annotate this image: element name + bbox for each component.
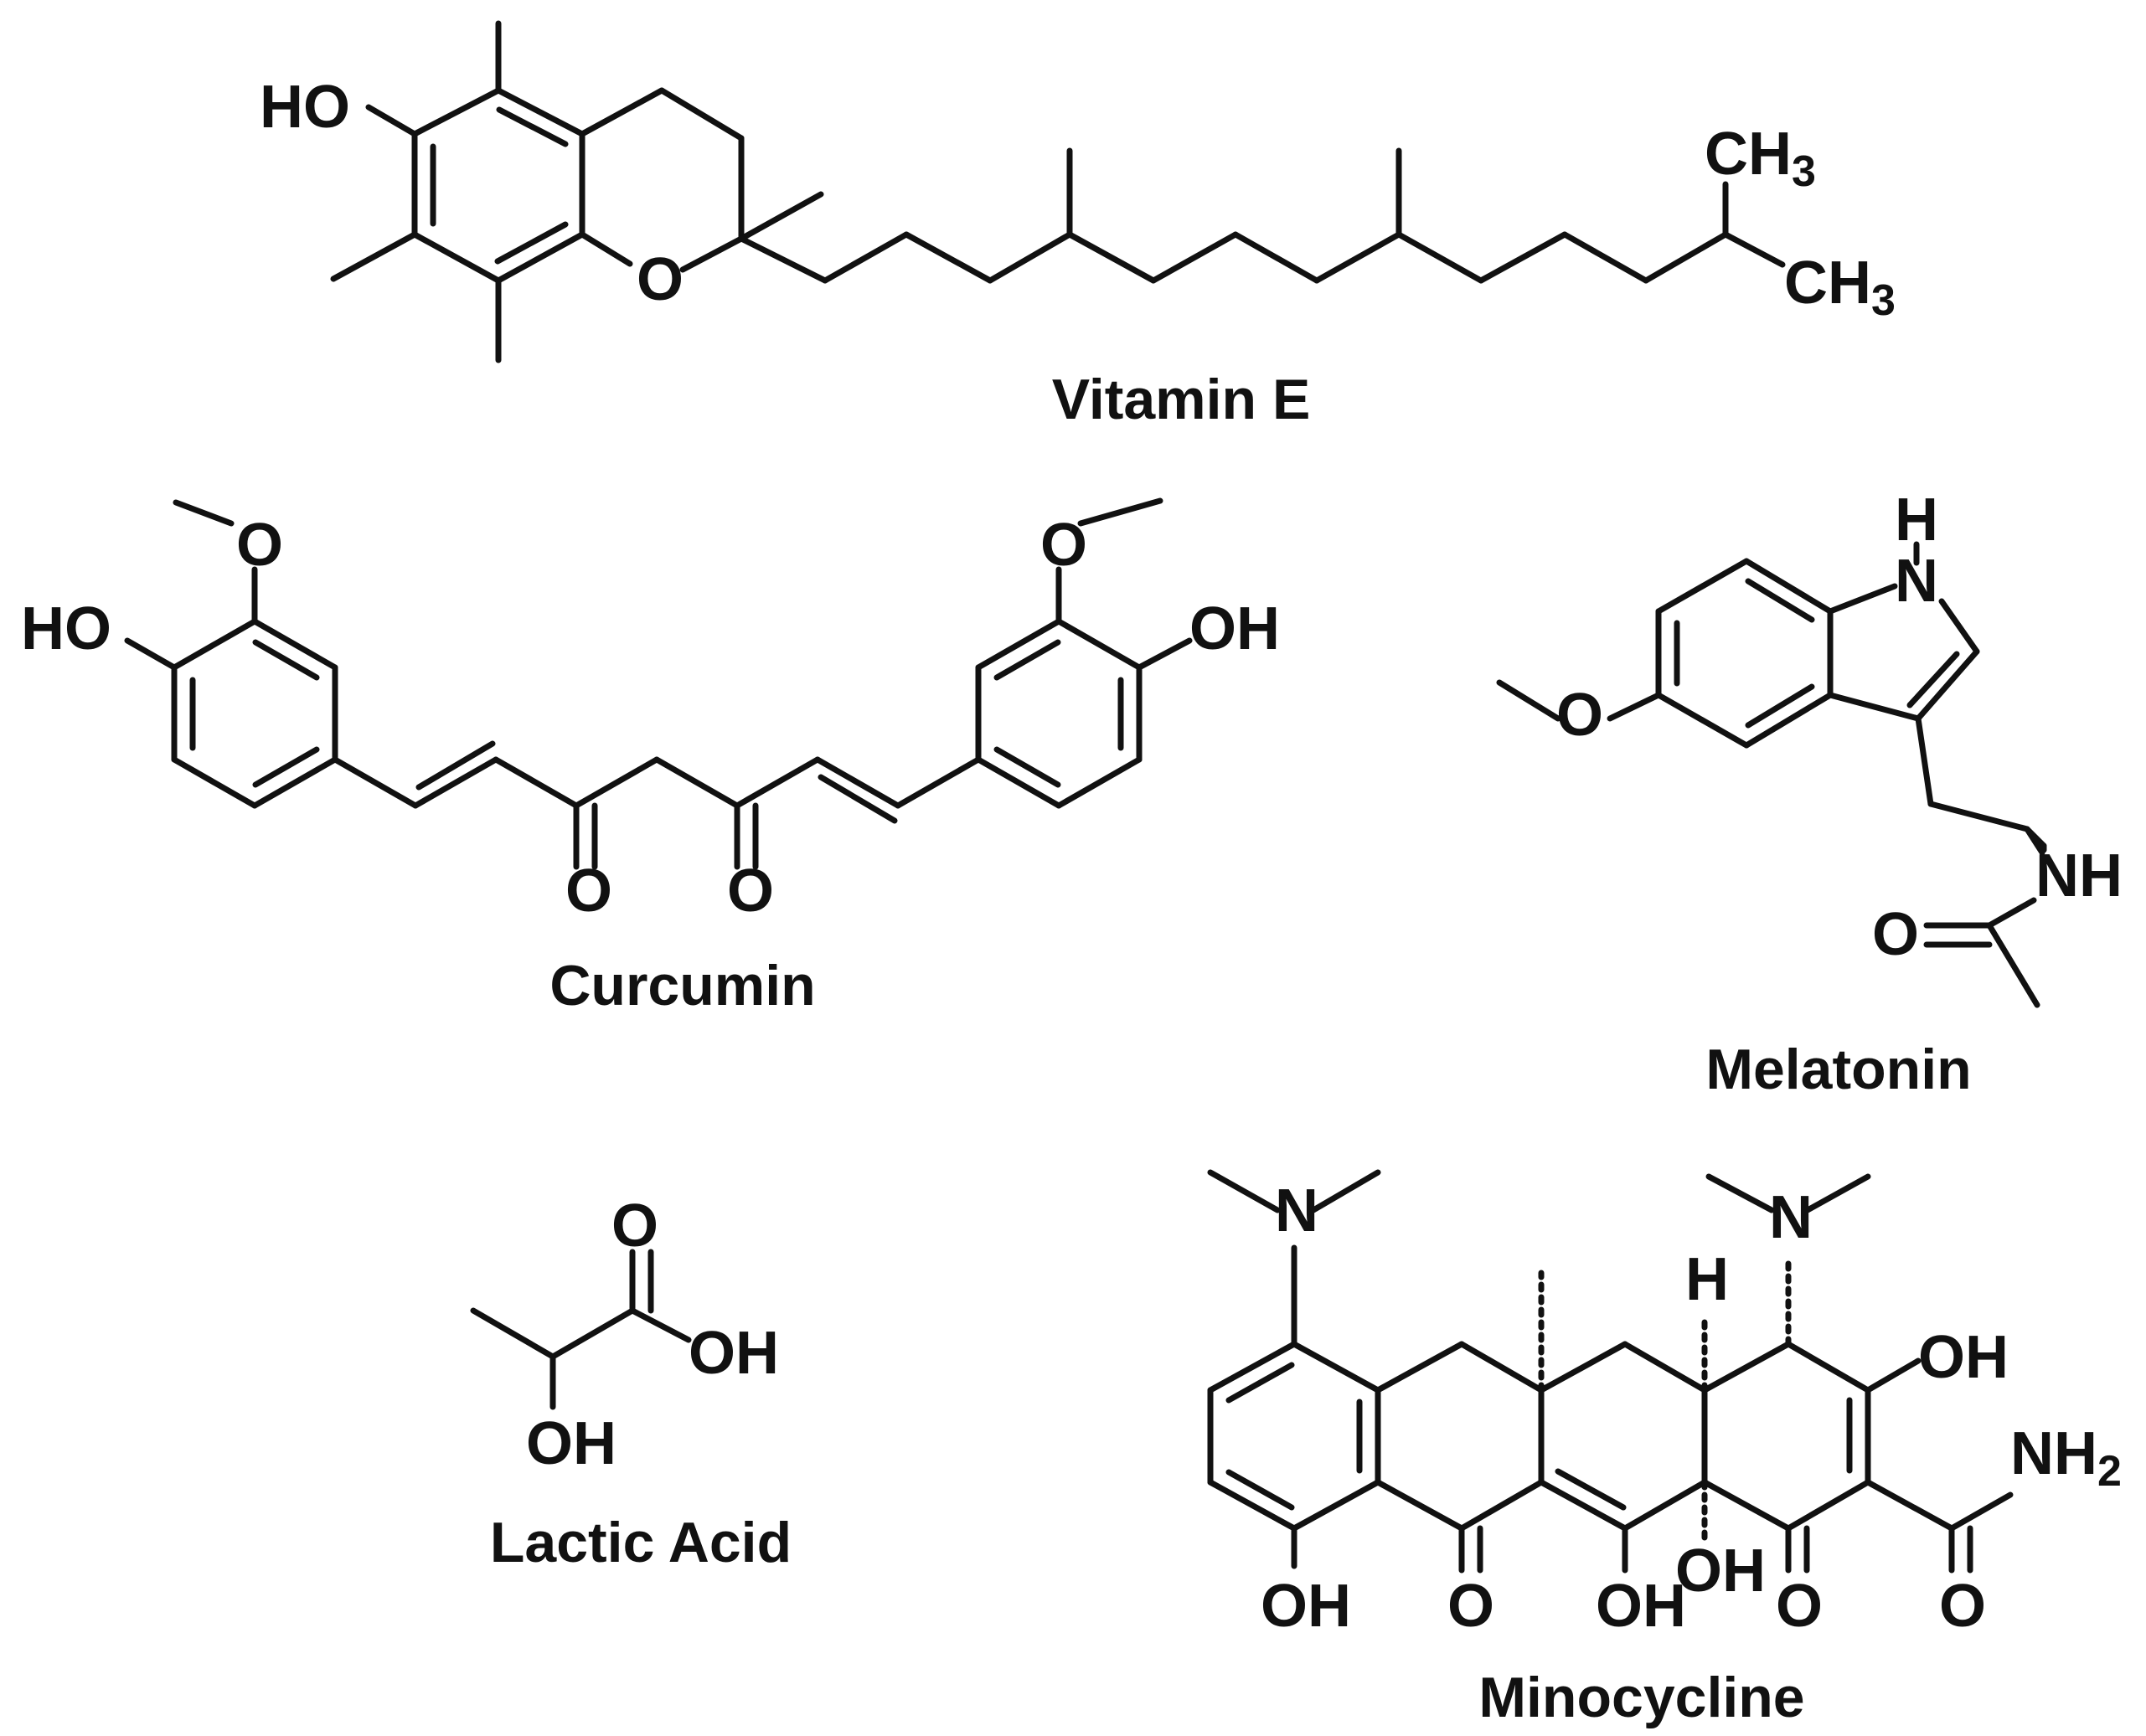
melatonin-n-label: N [1895,548,1938,615]
lactic-acid-alpha-oh-label: OH [526,1410,616,1477]
vitamin-e-ho-label: HO [260,74,350,141]
minocycline-nh2-label: NH2 [2010,1420,2122,1496]
curcumin-name: Curcumin [549,954,815,1017]
minocycline-enol-oh-label: OH [1596,1573,1686,1640]
curcumin-oh-right-label: OH [1189,595,1280,662]
minocycline-ketone-o-ring-b-label: O [1447,1573,1494,1640]
vitamin-e-structure: HO O CH3 CH3 Vitamin E [260,20,1896,431]
curcumin-keto-o-right-label: O [727,858,774,925]
curcumin-bonds [124,497,1193,870]
minocycline-oh-top-label: OH [1918,1324,2009,1391]
lactic-acid-bonds [470,1249,692,1410]
minocycline-n-left-label: N [1275,1177,1318,1244]
vitamin-e-bonds [330,20,1786,363]
minocycline-h-label: H [1685,1246,1729,1313]
melatonin-bonds [1496,541,2047,1008]
vitamin-e-ch3-bottom-label: CH3 [1784,250,1896,325]
minocycline-bonds [1207,1169,2014,1574]
lactic-acid-acid-oh-label: OH [689,1320,779,1387]
melatonin-methoxy-o-label: O [1556,682,1603,749]
melatonin-name: Melatonin [1705,1038,1971,1101]
minocycline-structure: N N H OH NH2 OH O OH OH O O Minocycline [1207,1169,2122,1729]
minocycline-amide-o-label: O [1939,1573,1986,1640]
melatonin-structure: H N O NH O Melatonin [1496,487,2123,1101]
minocycline-name: Minocycline [1478,1666,1804,1729]
melatonin-nh-label: NH [2035,842,2123,909]
curcumin-methoxy-o-right-label: O [1040,512,1087,579]
lactic-acid-structure: O OH OH Lactic Acid [470,1193,792,1574]
vitamin-e-name: Vitamin E [1052,368,1311,431]
melatonin-h-label: H [1895,487,1938,554]
minocycline-oh-junction-label: OH [1675,1538,1766,1605]
curcumin-structure: HO O O O O OH Curcumin [21,497,1280,1017]
vitamin-e-ring-oxygen-label: O [637,246,684,313]
lactic-acid-name: Lactic Acid [490,1511,792,1574]
minocycline-oh-ring-a-label: OH [1261,1573,1351,1640]
minocycline-ketone-o-ring-d-label: O [1776,1573,1823,1640]
curcumin-ho-left-label: HO [21,595,111,662]
vitamin-e-ch3-top-label: CH3 [1705,121,1816,196]
minocycline-n-right-label: N [1769,1184,1813,1251]
melatonin-amide-o-label: O [1872,901,1919,968]
curcumin-methoxy-o-left-label: O [236,512,283,579]
curcumin-keto-o-left-label: O [565,858,612,925]
lactic-acid-carbonyl-o-label: O [611,1193,658,1260]
